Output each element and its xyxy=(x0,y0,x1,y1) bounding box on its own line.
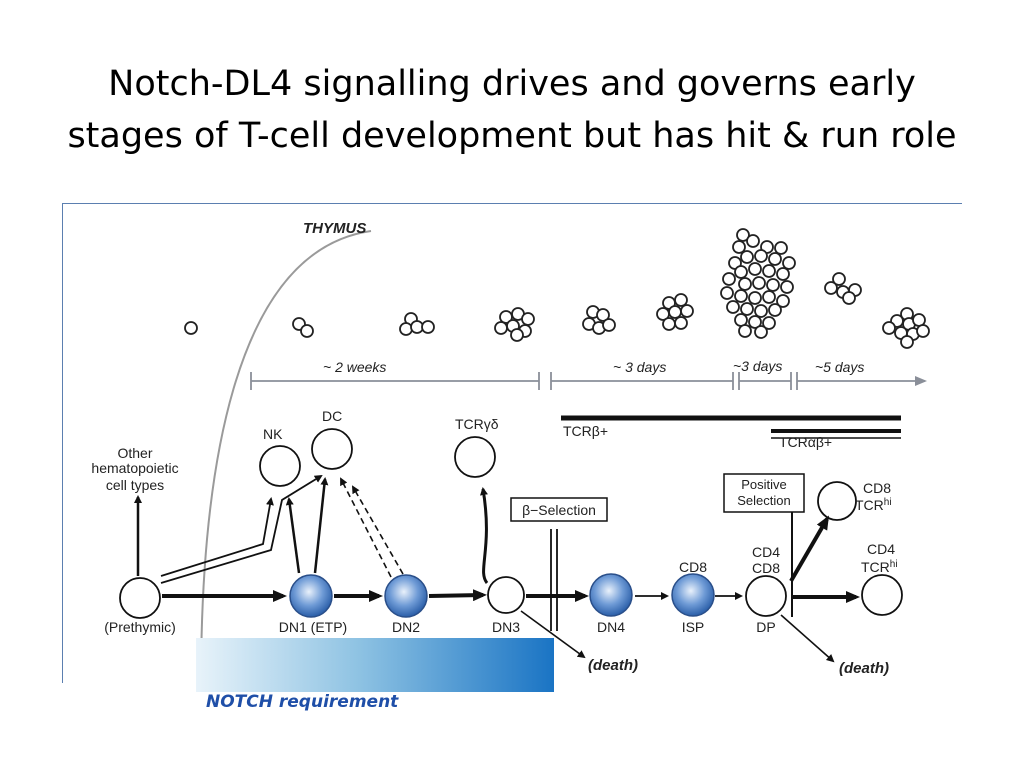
dn4-label: DN4 xyxy=(597,619,625,635)
death-label-dp: (death) xyxy=(839,660,889,677)
other-cell-types-line-1: Other xyxy=(117,445,152,461)
isp-cell xyxy=(671,573,715,617)
dp-label: DP xyxy=(756,619,775,635)
tcrab-label: TCRαβ+ xyxy=(779,434,832,450)
large-cell-cluster xyxy=(720,228,796,339)
cluster-cell xyxy=(882,321,896,335)
cluster-cell xyxy=(184,321,198,335)
dn3-label: DN3 xyxy=(492,619,520,635)
cd4-sp-label-line-2: TCRhi xyxy=(861,559,898,575)
arrow-dn1-to-nk xyxy=(285,497,301,574)
beta-selection-box xyxy=(510,497,608,522)
cell-clusters xyxy=(184,228,930,349)
cd4-sp-label-line-1: CD4 xyxy=(867,541,895,557)
positive-selection-box xyxy=(723,473,805,513)
dn3-cell xyxy=(487,576,525,614)
cd8-hi: hi xyxy=(884,497,892,508)
cd4-sp-cell xyxy=(861,574,903,616)
arrow-dn1-to-dc xyxy=(313,477,329,574)
dn4-cell xyxy=(589,573,633,617)
nk-label: NK xyxy=(263,426,283,442)
arrow-dp-to-cd8 xyxy=(789,515,830,583)
other-cell-types-line-2: hematopoietic xyxy=(91,460,178,476)
arrows xyxy=(134,474,860,663)
cluster-cell xyxy=(668,305,682,319)
dn1-label: DN1 (ETP) xyxy=(279,619,347,635)
title-line-2: stages of T-cell development but has hit… xyxy=(67,116,957,156)
cluster-cell xyxy=(916,324,930,338)
beta-selection-label: β−Selection xyxy=(522,502,596,518)
dn2-label: DN2 xyxy=(392,619,420,635)
arrow-dn3-to-death xyxy=(520,610,586,659)
cd8-sp-cell xyxy=(817,481,857,521)
cluster-cell xyxy=(510,328,524,342)
dp-cell xyxy=(745,575,787,617)
cluster-cell xyxy=(421,320,435,334)
cluster-cell xyxy=(824,281,838,295)
cluster-cell xyxy=(596,308,610,322)
cluster-cell xyxy=(674,316,688,330)
cluster-cell xyxy=(900,335,914,349)
isp-label: ISP xyxy=(682,619,705,635)
timeline-3-days-b: ~3 days xyxy=(733,358,782,374)
cluster-cell xyxy=(680,304,694,318)
dp-cd4-label: CD4 xyxy=(752,544,780,560)
cd8-sp-label-line-1: CD8 xyxy=(863,480,891,496)
nk-cell xyxy=(259,445,301,487)
cluster-cell xyxy=(662,317,676,331)
timeline-5-days: ~5 days xyxy=(815,359,864,375)
cluster-cell xyxy=(300,324,314,338)
cluster-cell xyxy=(832,272,846,286)
cluster-cell xyxy=(399,322,413,336)
arrow-dn2-to-dc-dashed-2 xyxy=(352,485,404,575)
dp-cd8-label: CD8 xyxy=(752,560,780,576)
cd4-hi: hi xyxy=(890,559,898,570)
thymus-label: THYMUS xyxy=(303,220,366,237)
timeline-weeks: ~ 2 weeks xyxy=(323,359,386,375)
arrow-prethymic-to-nk xyxy=(160,497,274,577)
tcrgd-cell xyxy=(454,436,496,478)
positive-selection-line-1: Positive xyxy=(741,477,787,492)
arrow-dn3-to-tcrgd xyxy=(480,487,489,584)
cluster-cell xyxy=(674,293,688,307)
slide-title: Notch-DL4 signalling drives and governs … xyxy=(0,58,1024,162)
arrow-prethymic-to-dc xyxy=(160,474,323,584)
timeline xyxy=(250,372,927,390)
arrow-dp-to-death xyxy=(780,614,835,663)
arrow-dn2-to-dn3 xyxy=(428,589,487,602)
cluster-cell xyxy=(494,321,508,335)
notch-requirement-gradient-bar xyxy=(196,638,554,692)
cluster-cell xyxy=(602,318,616,332)
dc-label: DC xyxy=(322,408,342,424)
arrow-dn2-to-dc-dashed xyxy=(340,477,392,578)
positive-selection-line-2: Selection xyxy=(737,493,790,508)
timeline-3-days-a: ~ 3 days xyxy=(613,359,666,375)
prethymic-label: (Prethymic) xyxy=(104,619,176,635)
notch-requirement-label: NOTCH requirement xyxy=(206,692,399,712)
tcrb-label: TCRβ+ xyxy=(563,423,608,439)
dn1-cell xyxy=(289,574,333,618)
cluster-cell xyxy=(842,291,856,305)
other-cell-types-line-3: cell types xyxy=(106,477,164,493)
tcrgd-label: TCRγδ xyxy=(455,416,499,432)
prethymic-cell xyxy=(119,577,161,619)
t-cell-development-figure: THYMUS xyxy=(62,203,962,683)
cluster-cell xyxy=(521,312,535,326)
title-line-1: Notch-DL4 signalling drives and governs … xyxy=(108,64,916,104)
dn2-cell xyxy=(384,574,428,618)
isp-cd8-label: CD8 xyxy=(679,559,707,575)
dc-cell xyxy=(311,428,353,470)
death-label-dn3: (death) xyxy=(588,657,638,674)
cd8-sp-label-line-2: TCRhi xyxy=(855,497,892,513)
